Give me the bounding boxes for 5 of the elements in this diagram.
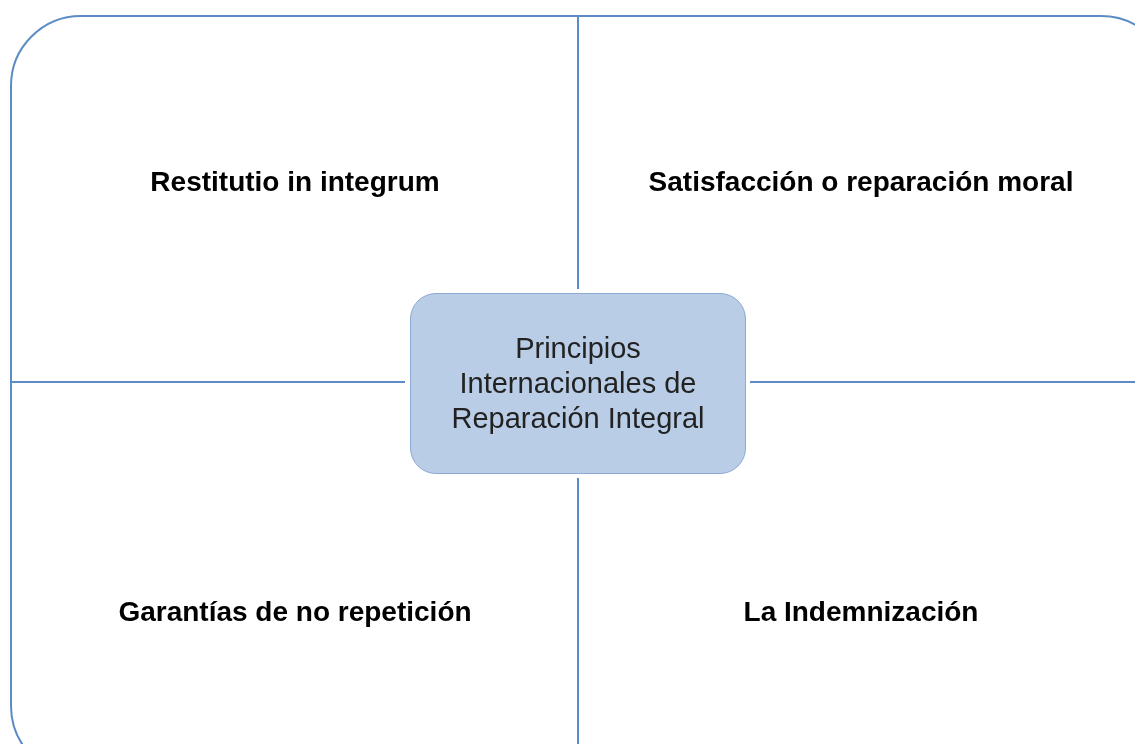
quadrant-label: Garantías de no repetición (118, 596, 472, 628)
quadrant-label: Restitutio in integrum (150, 166, 440, 198)
quadrant-label: Satisfacción o reparación moral (648, 166, 1074, 198)
quadrant-label: La Indemnización (743, 596, 979, 628)
center-box: Principios Internacionales de Reparación Integral (410, 293, 746, 474)
